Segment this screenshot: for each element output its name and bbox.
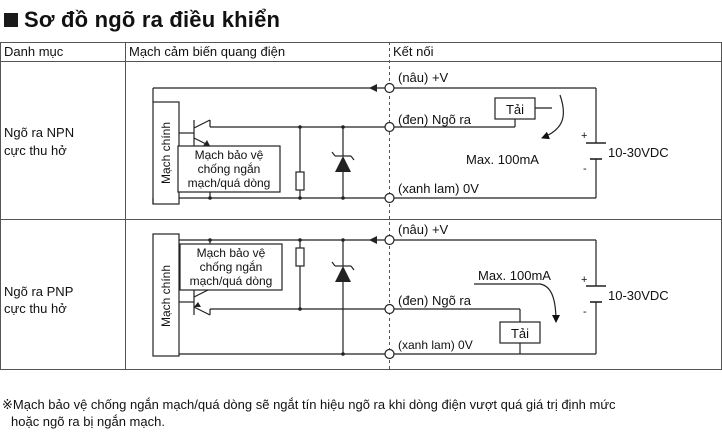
- pnp-minus-sign: -: [583, 306, 587, 318]
- npn-terminal-black-label: (đen) Ngõ ra: [398, 112, 472, 127]
- npn-supply-label: 10-30VDC: [608, 145, 669, 160]
- pnp-terminal-brown-icon: [384, 234, 395, 246]
- pnp-terminal-brown-label: (nâu) +V: [398, 222, 449, 237]
- pnp-protection-line1: Mạch bảo vệ: [197, 246, 266, 260]
- npn-protection-line2: chống ngắn: [198, 161, 261, 176]
- pnp-main-circuit-box: [152, 233, 180, 357]
- npn-terminal-brown-label: (nâu) +V: [398, 70, 449, 85]
- pnp-wire-arrow-icon: [369, 236, 377, 244]
- npn-terminal-black-icon: [384, 121, 395, 133]
- npn-wire-arrow-icon: [369, 84, 377, 92]
- npn-protection-line1: Mạch bảo vệ: [195, 148, 264, 162]
- pnp-current-label: Max. 100mA: [478, 268, 551, 283]
- pnp-load-label: Tải: [511, 326, 529, 341]
- footnote-line1: ※Mạch bảo vệ chống ngắn mạch/quá dòng sẽ…: [2, 397, 616, 412]
- pnp-category-line2: cực thu hở: [4, 301, 67, 316]
- pnp-protection-line2: chống ngắn: [200, 259, 263, 274]
- title-text: Sơ đồ ngõ ra điều khiển: [24, 7, 281, 32]
- npn-protection-line3: mạch/quá dòng: [188, 176, 271, 190]
- npn-minus-sign: -: [583, 163, 587, 175]
- table-grid: [0, 42, 722, 370]
- npn-row: Ngõ ra NPN cực thu hở: [4, 70, 669, 205]
- pnp-wiring: [152, 233, 606, 357]
- header-connection: Kết nối: [393, 44, 434, 59]
- footnote: ※Mạch bảo vệ chống ngắn mạch/quá dòng sẽ…: [2, 396, 718, 430]
- npn-protection-box: [177, 145, 281, 193]
- pnp-protection-line3: mạch/quá dòng: [190, 274, 273, 288]
- npn-zener-diode-icon: [335, 156, 351, 172]
- pnp-plus-sign: +: [581, 274, 587, 286]
- npn-load-label: Tải: [506, 102, 524, 117]
- pnp-row: Ngõ ra PNP cực thu hở: [4, 222, 669, 360]
- pnp-main-circuit-label: Mạch chính: [159, 265, 173, 327]
- pnp-terminal-black-icon: [384, 303, 395, 315]
- npn-wiring: [152, 87, 606, 205]
- pnp-emitter-arrow-icon: [194, 302, 201, 307]
- page-title: Sơ đồ ngõ ra điều khiển: [2, 4, 280, 36]
- npn-terminal-blue-label: (xanh lam) 0V: [398, 181, 479, 196]
- pnp-category-line1: Ngõ ra PNP: [4, 284, 73, 299]
- npn-main-circuit-label: Mạch chính: [159, 122, 173, 184]
- table-border: [0, 42, 722, 370]
- npn-current-label: Max. 100mA: [466, 152, 539, 167]
- npn-category-line1: Ngõ ra NPN: [4, 125, 74, 140]
- title-square-icon: [4, 13, 18, 27]
- pnp-zener-diode-icon: [335, 266, 351, 282]
- npn-terminal-brown-icon: [384, 82, 395, 94]
- pnp-terminal-blue-icon: [384, 348, 395, 360]
- header-category: Danh mục: [4, 44, 64, 59]
- pnp-terminal-blue-label: (xanh lam) 0V: [398, 338, 473, 352]
- header-circuit: Mạch cảm biến quang điện: [129, 44, 285, 59]
- npn-terminal-blue-icon: [384, 192, 395, 204]
- pnp-terminal-black-label: (đen) Ngõ ra: [398, 293, 472, 308]
- pnp-protection-box: [179, 243, 283, 291]
- npn-category-line2: cực thu hở: [4, 143, 67, 158]
- footnote-line2: hoặc ngõ ra bị ngắn mạch.: [11, 414, 165, 429]
- pnp-supply-label: 10-30VDC: [608, 288, 669, 303]
- npn-emitter-arrow-icon: [203, 140, 210, 146]
- npn-plus-sign: +: [581, 130, 587, 142]
